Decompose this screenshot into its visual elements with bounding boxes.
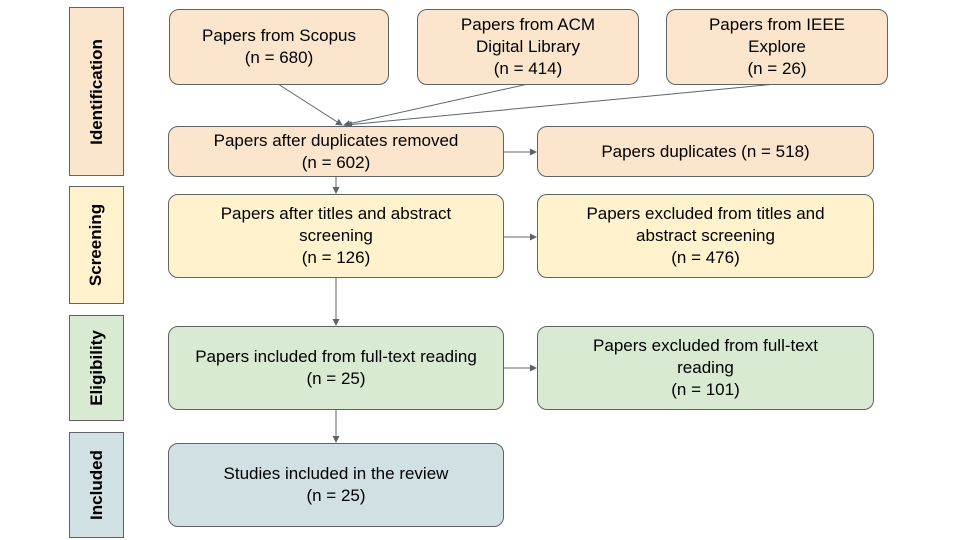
box-scopus: Papers from Scopus (n = 680) [169, 9, 389, 85]
box-excluded-screening-count: (n = 476) [671, 248, 740, 267]
box-included-fulltext-label: Papers included from full-text reading [195, 347, 477, 366]
box-ieee-label: Papers from IEEE Explore [708, 15, 846, 56]
phase-screening-label: Screening [86, 203, 106, 287]
arrow-scopus-to-merged [277, 83, 343, 126]
box-duplicates: Papers duplicates (n = 518) [537, 126, 874, 177]
box-review: Studies included in the review (n = 25) [168, 443, 504, 527]
phase-identification-label: Identification [86, 38, 106, 145]
box-after-duplicates-count: (n = 602) [301, 152, 371, 172]
box-acm-label: Papers from ACM Digital Library [460, 15, 596, 56]
box-after-screening-label: Papers after titles and abstract screeni… [220, 204, 452, 245]
box-ieee: Papers from IEEE Explore (n = 26) [666, 9, 888, 85]
phase-screening: Screening [69, 186, 124, 304]
box-scopus-count: (n = 680) [244, 48, 314, 67]
box-ieee-count: (n = 26) [747, 59, 807, 78]
box-excluded-screening: Papers excluded from titles and abstract… [537, 194, 874, 278]
phase-identification: Identification [69, 7, 124, 176]
box-acm: Papers from ACM Digital Library (n = 414… [417, 9, 639, 85]
box-after-duplicates: Papers after duplicates removed (n = 602… [168, 126, 504, 177]
box-acm-count: (n = 414) [493, 59, 563, 78]
phase-included: Included [69, 432, 124, 538]
box-excluded-fulltext: Papers excluded from full-text reading (… [537, 326, 874, 410]
box-included-fulltext-count: (n = 25) [306, 369, 366, 388]
box-review-label: Studies included in the review [223, 464, 449, 483]
box-included-fulltext: Papers included from full-text reading (… [168, 326, 504, 410]
phase-included-label: Included [86, 450, 106, 520]
phase-eligibility-label: Eligibility [86, 330, 106, 406]
box-excluded-fulltext-label: Papers excluded from full-text reading [593, 336, 818, 377]
arrow-acm-to-merged [343, 83, 529, 128]
box-scopus-label: Papers from Scopus [201, 26, 356, 45]
phase-eligibility: Eligibility [69, 315, 124, 421]
box-duplicates-label: Papers duplicates (n = 518) [601, 141, 810, 161]
box-review-count: (n = 25) [306, 486, 366, 505]
box-excluded-fulltext-count: (n = 101) [671, 380, 740, 399]
box-after-screening-count: (n = 126) [301, 248, 371, 267]
box-excluded-screening-label: Papers excluded from titles and abstract… [586, 204, 825, 245]
arrow-ieee-to-merged [345, 83, 777, 128]
box-after-duplicates-label: Papers after duplicates removed [213, 130, 459, 150]
box-after-screening: Papers after titles and abstract screeni… [168, 194, 504, 278]
